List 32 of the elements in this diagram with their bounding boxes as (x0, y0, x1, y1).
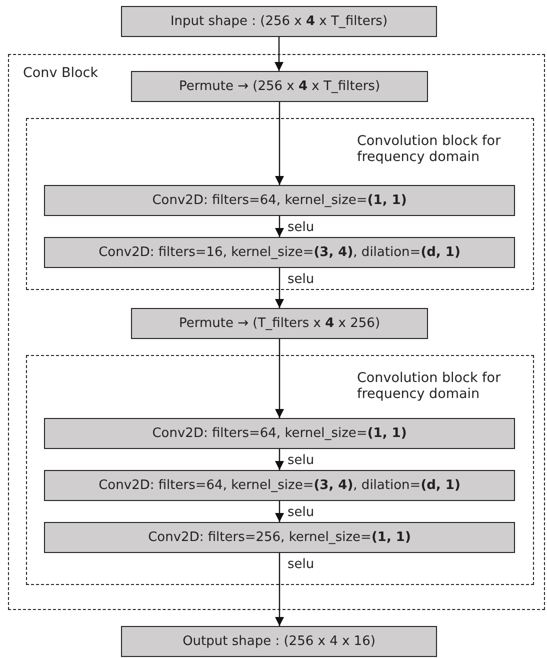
layer-label: Conv2D: filters=64, kernel_size=(3, 4), dilation=(d, 1) (98, 478, 460, 493)
group-title: Convolution block for frequency domain (357, 133, 502, 165)
process-box (121, 6, 437, 37)
arrow (275, 102, 284, 185)
process-box (131, 308, 428, 339)
group-title: Convolution block for frequency domain (357, 370, 502, 402)
process-box (121, 626, 437, 657)
dashed-group-box (8, 54, 545, 610)
layer-label: Conv2D: filters=64, kernel_size=(1, 1) (152, 426, 407, 441)
layer-label: Permute → (256 x 4 x T_filters) (178, 79, 380, 94)
dashed-group-box (26, 118, 534, 290)
process-box (44, 418, 515, 449)
layer-label: Input shape : (256 x 4 x T_filters) (170, 14, 388, 29)
process-box (44, 522, 515, 553)
group-title: Conv Block (23, 65, 100, 81)
process-box (44, 237, 515, 268)
arrow (275, 553, 284, 626)
process-box (131, 71, 428, 102)
layer-label: Conv2D: filters=256, kernel_size=(1, 1) (148, 530, 411, 545)
dashed-group-box (26, 355, 534, 585)
arrow (275, 339, 284, 418)
process-box (44, 185, 515, 216)
arrow (275, 216, 284, 237)
layer-label: Output shape : (256 x 4 x 16) (182, 634, 376, 649)
layer-label: Permute → (T_filters x 4 x 256) (178, 316, 380, 331)
layer-label: Conv2D: filters=64, kernel_size=(1, 1) (152, 193, 407, 208)
arrow (274, 37, 284, 71)
arrow (275, 449, 284, 470)
arrow (275, 268, 284, 308)
arrow (275, 501, 284, 522)
layer-label: Conv2D: filters=16, kernel_size=(3, 4), dilation=(d, 1) (98, 245, 460, 260)
process-box (44, 470, 515, 501)
